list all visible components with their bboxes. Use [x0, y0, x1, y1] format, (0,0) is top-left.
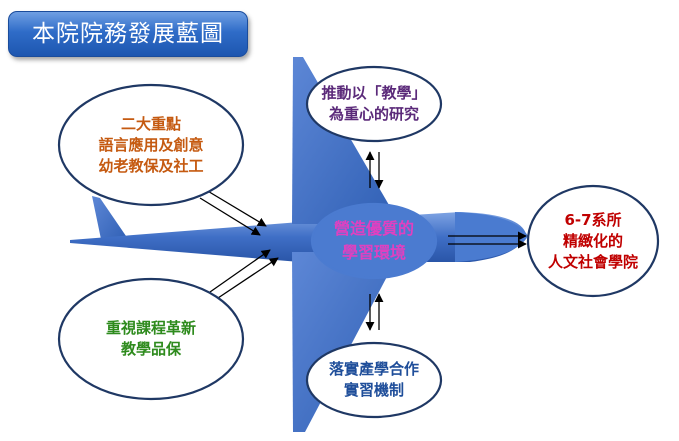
node-shapes — [57, 65, 660, 419]
airplane-tail-fin — [92, 196, 126, 244]
connector-arrows — [199, 151, 527, 331]
research-ellipse — [305, 65, 443, 143]
arrow-quality-to-env-1 — [209, 249, 271, 293]
node-humanities-college: 6-7系所 精緻化的 人文社會學院 — [528, 186, 658, 296]
arrow-focus-to-env-1 — [205, 189, 267, 227]
node-learning-environment: 營造優質的 學習環境 — [316, 208, 432, 274]
node-text-line: 落實產學合作 — [328, 360, 419, 378]
node-text-line: 二大重點 — [120, 114, 181, 133]
node-text-line: 為重心的研究 — [328, 105, 419, 123]
arrow-quality-to-env-2 — [217, 257, 279, 299]
node-text-line: 人文社會學院 — [547, 252, 638, 271]
focus-ellipse — [57, 83, 245, 207]
node-industry-cooperation: 落實產學合作 實習機制 — [306, 342, 442, 418]
college-ellipse — [526, 184, 660, 298]
node-text-line: 精緻化的 — [562, 231, 623, 250]
node-curriculum-quality: 重視課程革新 教學品保 — [58, 278, 244, 400]
node-two-focuses: 二大重點 語言應用及創意 幼老教保及社工 — [58, 84, 244, 206]
node-text-line: 6-7系所 — [564, 210, 622, 229]
node-teaching-research: 推動以「教學」 為重心的研究 — [306, 66, 442, 142]
arrow-focus-to-env-2 — [199, 197, 261, 236]
industry-ellipse — [305, 341, 443, 419]
quality-ellipse — [57, 277, 245, 401]
node-text-line: 幼老教保及社工 — [98, 156, 204, 175]
node-text-line: 重視課程革新 — [105, 319, 196, 337]
airplane-nose — [455, 212, 528, 262]
environment-ellipse — [310, 202, 438, 280]
node-text-line: 語言應用及創意 — [98, 135, 204, 154]
node-text-line: 教學品保 — [120, 340, 181, 358]
page-title: 本院院務發展藍圖 — [8, 11, 248, 57]
node-text-line: 營造優質的 — [333, 219, 414, 238]
node-text-line: 實習機制 — [343, 381, 404, 399]
node-text-line: 學習環境 — [341, 243, 406, 262]
node-text-line: 推動以「教學」 — [321, 84, 427, 102]
